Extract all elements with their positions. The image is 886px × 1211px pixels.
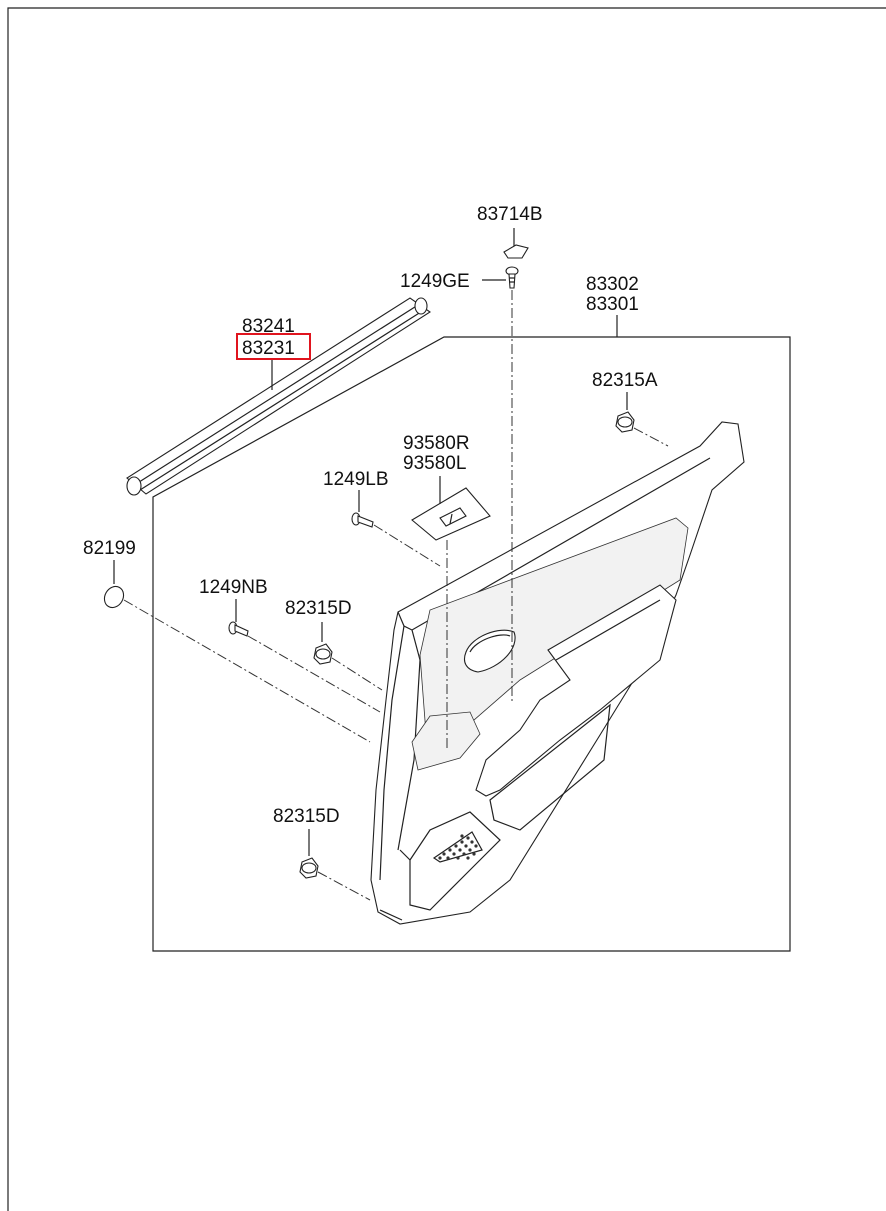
label-83301[interactable]: 83301 xyxy=(586,294,639,315)
assembly-box xyxy=(152,336,791,952)
label-93580R[interactable]: 93580R xyxy=(403,433,470,454)
assembly-line-clip-a xyxy=(633,427,669,447)
page-frame xyxy=(7,7,886,1211)
power-window-switch[interactable] xyxy=(411,487,491,541)
assembly-line-1249LB xyxy=(373,524,441,567)
label-82199[interactable]: 82199 xyxy=(83,538,136,559)
label-83231[interactable]: 83231 xyxy=(242,338,295,359)
screw-1249LB[interactable] xyxy=(351,512,374,528)
clip-82315D-lower[interactable] xyxy=(299,857,319,879)
highlight-box-83231 xyxy=(236,333,311,360)
speaker-grille xyxy=(432,831,483,863)
assembly-line-82315D-lower xyxy=(317,871,371,901)
assembly-line-82199 xyxy=(123,599,371,743)
screw-1249GE[interactable] xyxy=(505,266,519,289)
screw-1249NB[interactable] xyxy=(228,621,249,637)
label-83714B[interactable]: 83714B xyxy=(477,204,543,225)
door-trim-panel[interactable] xyxy=(370,421,745,925)
belt-moulding-strip[interactable] xyxy=(126,297,431,496)
clip-82315D-upper[interactable] xyxy=(313,643,333,665)
label-1249GE[interactable]: 1249GE xyxy=(400,271,470,292)
grommet-82199[interactable] xyxy=(101,583,128,611)
clip-82315A[interactable] xyxy=(615,411,635,433)
label-82315D-upper[interactable]: 82315D xyxy=(285,598,352,619)
cap-83714B[interactable] xyxy=(503,244,529,259)
label-1249NB[interactable]: 1249NB xyxy=(199,577,268,598)
label-82315D-lower[interactable]: 82315D xyxy=(273,806,340,827)
label-82315A[interactable]: 82315A xyxy=(592,370,658,391)
label-1249LB[interactable]: 1249LB xyxy=(323,469,389,490)
label-93580L[interactable]: 93580L xyxy=(403,453,466,474)
assembly-line-1249NB xyxy=(247,635,381,713)
assembly-line-82315D-upper xyxy=(331,657,383,691)
label-83241[interactable]: 83241 xyxy=(242,316,295,337)
label-83302[interactable]: 83302 xyxy=(586,274,639,295)
